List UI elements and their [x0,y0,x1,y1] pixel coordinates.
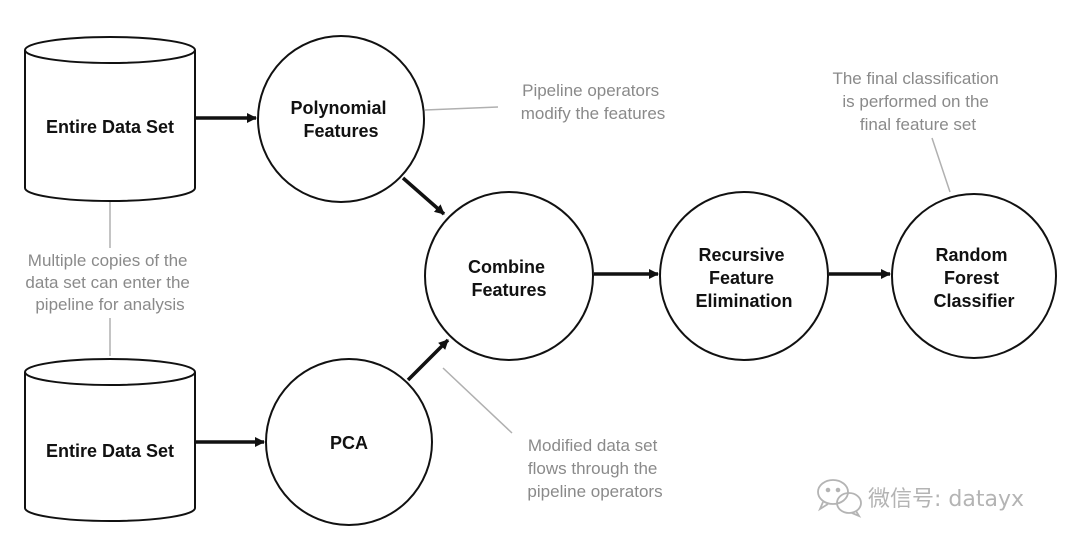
watermark: 微信号: datayx [817,479,1024,518]
rfe-line-2: Feature [709,268,774,288]
combine-features-label: Combine Features [468,257,550,300]
rf-line-1: Random [935,245,1007,265]
polynomial-features-label: Polynomial Features [290,98,391,141]
leader-line-final-classification [931,137,951,193]
watermark-text: 微信号: datayx [868,487,1024,512]
rfe-label: Recursive Feature Elimination [695,245,792,311]
note-multiple-copies-line-1: Multiple copies of the [28,251,188,270]
polynomial-line-2: Features [303,121,378,141]
note-final-classification-line-2: is performed on the [842,92,988,111]
rfe-line-1: Recursive [698,245,784,265]
note-multiple-copies-line-3: pipeline for analysis [35,295,184,314]
note-pipeline-operators-line-2: modify the features [521,104,666,123]
note-final-classification: The final classification is performed on… [832,69,1003,134]
leader-line-modified-data [442,367,513,434]
polynomial-features-node: Polynomial Features [257,35,425,203]
flow-arrows [195,113,891,447]
rfe-line-3: Elimination [695,291,792,311]
note-final-classification-line-3: final feature set [860,115,977,134]
annotation-lines [109,106,951,434]
rf-line-2: Forest [944,268,999,288]
arrow-polynomial-to-combine [401,176,446,216]
pca-label: PCA [330,433,368,453]
pca-node: PCA [265,358,433,526]
note-pipeline-operators: Pipeline operators modify the features [521,81,666,123]
combine-features-node: Combine Features [424,191,594,361]
note-multiple-copies: Multiple copies of the data set can ente… [25,251,194,314]
dataset-top-label: Entire Data Set [46,117,174,137]
dataset-cylinder-bottom: Entire Data Set [24,358,196,522]
note-modified-data: Modified data set flows through the pipe… [527,436,662,501]
leader-line-pipeline-operators [424,106,499,111]
polynomial-line-1: Polynomial [290,98,386,118]
note-pipeline-operators-line-1: Pipeline operators [522,81,659,100]
combine-line-2: Features [471,280,546,300]
combine-line-1: Combine [468,257,545,277]
note-modified-data-line-2: flows through the [528,459,657,478]
random-forest-node: Random Forest Classifier [891,193,1057,359]
rf-line-3: Classifier [933,291,1014,311]
random-forest-label: Random Forest Classifier [933,245,1014,311]
wechat-icon [817,479,862,518]
note-modified-data-line-1: Modified data set [528,436,658,455]
dataset-cylinder-top: Entire Data Set [24,36,196,202]
note-modified-data-line-3: pipeline operators [527,482,662,501]
note-final-classification-line-1: The final classification [832,69,998,88]
arrow-pca-to-combine [406,338,450,382]
note-multiple-copies-line-2: data set can enter the [25,273,189,292]
rfe-node: Recursive Feature Elimination [659,191,829,361]
dataset-bottom-label: Entire Data Set [46,441,174,461]
